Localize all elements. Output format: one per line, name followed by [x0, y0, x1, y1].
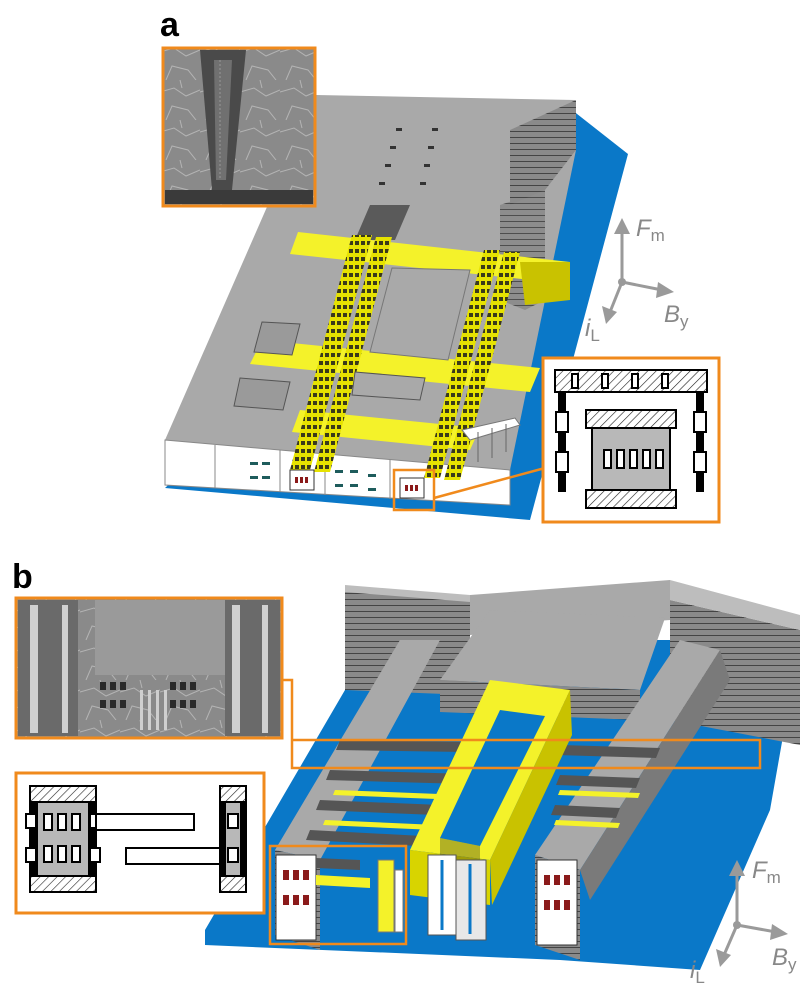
left-contact-block-b	[275, 854, 370, 941]
gold-frame-b	[410, 680, 572, 905]
axis-label-force-a: Fm	[636, 215, 665, 245]
axis-label-field-a: By	[664, 301, 689, 331]
axis-label-current-a: iL	[585, 315, 600, 345]
central-block-b	[440, 610, 665, 690]
teal-slots-a	[250, 462, 376, 491]
right-contact-block-b	[536, 859, 578, 946]
slab-dots-a	[379, 128, 438, 185]
front-posts-b	[377, 854, 487, 941]
coordinate-axes-icon-a	[602, 218, 674, 324]
sem-inset-a	[161, 46, 317, 208]
gold-structure-a	[250, 232, 570, 480]
spring-flaps-a	[461, 417, 521, 462]
panel-label-b: b	[12, 558, 33, 596]
schematic-inset-b	[14, 771, 266, 915]
axis-label-field-b: By	[772, 944, 797, 974]
sem-inset-b	[14, 596, 284, 740]
coordinate-axes-icon-b	[716, 860, 788, 967]
panel-a-device	[164, 95, 628, 520]
panel-b-device	[205, 580, 800, 970]
axis-label-current-b: iL	[690, 957, 705, 987]
panel-label-a: a	[160, 6, 179, 44]
axis-label-force-b: Fm	[752, 857, 781, 887]
right-stack-a	[510, 100, 576, 205]
front-contacts-a	[289, 469, 425, 499]
schematic-inset-a	[541, 356, 721, 524]
